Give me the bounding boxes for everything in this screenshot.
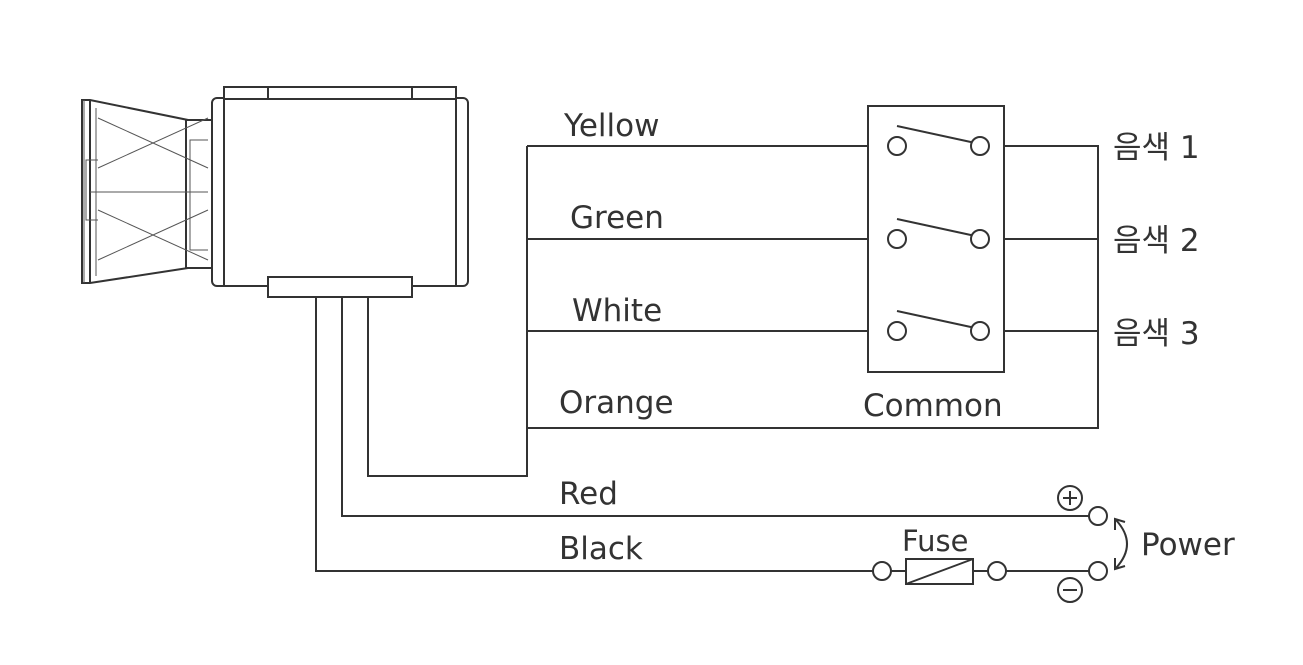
label-tone-2: 음색 2 xyxy=(1113,223,1200,259)
wire-red-path xyxy=(341,297,1098,517)
label-tone-3: 음색 3 xyxy=(1113,316,1200,352)
switch-3 xyxy=(887,310,990,341)
plus-icon xyxy=(1057,485,1083,511)
wire-black-path xyxy=(315,297,882,572)
power-terminal-negative xyxy=(1088,561,1108,581)
power-terminals xyxy=(1057,485,1128,603)
label-yellow: Yellow xyxy=(563,108,659,144)
horn-internal-lines xyxy=(85,117,209,261)
label-red: Red xyxy=(559,476,618,512)
device-body xyxy=(211,97,469,287)
label-black: Black xyxy=(559,531,643,567)
label-orange: Orange xyxy=(559,385,674,421)
switch-2 xyxy=(887,218,990,249)
wires xyxy=(315,145,1099,572)
label-common: Common xyxy=(863,388,1003,424)
label-power: Power xyxy=(1141,527,1235,563)
label-green: Green xyxy=(570,200,664,236)
switch-1 xyxy=(887,125,990,156)
minus-icon xyxy=(1057,577,1083,603)
siren-device xyxy=(81,86,469,298)
wire-orange-path xyxy=(527,145,1099,429)
wire-common-path xyxy=(367,146,528,477)
label-white: White xyxy=(572,293,662,329)
device-bottom-connector xyxy=(267,276,413,298)
fuse xyxy=(872,558,1089,585)
power-terminal-positive xyxy=(1088,506,1108,526)
label-tone-1: 음색 1 xyxy=(1113,130,1200,166)
switch-block xyxy=(867,105,1005,373)
label-fuse: Fuse xyxy=(902,524,968,558)
power-arrow-icon xyxy=(1114,517,1128,571)
